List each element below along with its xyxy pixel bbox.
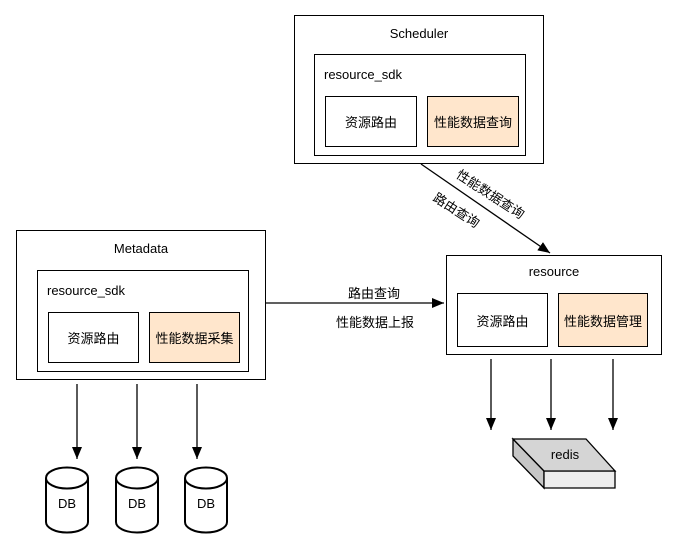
- db-cylinder-1: [45, 466, 89, 534]
- scheduler-sdk-box: resource_sdk 资源路由 性能数据查询: [314, 54, 526, 156]
- metadata-title: Metadata: [113, 241, 169, 256]
- scheduler-title: Scheduler: [389, 26, 449, 41]
- edge-label-perf-data-report: 性能数据上报: [335, 315, 414, 330]
- db-cylinder-3: [184, 466, 228, 534]
- metadata-routing-chip: 资源路由: [48, 312, 139, 363]
- scheduler-perf-query-chip: 性能数据查询: [427, 96, 519, 147]
- scheduler-box: Scheduler resource_sdk 资源路由 性能数据查询: [294, 15, 544, 164]
- scheduler-routing-chip: 资源路由: [325, 96, 417, 147]
- resource-title: resource: [528, 264, 580, 279]
- scheduler-sdk-label: resource_sdk: [324, 67, 403, 82]
- metadata-perf-collect-chip: 性能数据采集: [149, 312, 240, 363]
- redis-label: redis: [550, 447, 580, 462]
- metadata-sdk-label: resource_sdk: [47, 283, 126, 298]
- arrow-scheduler-to-resource: [420, 163, 551, 254]
- metadata-box: Metadata resource_sdk 资源路由 性能数据采集: [16, 230, 266, 380]
- redis-shape: [511, 437, 617, 490]
- db-label-2: DB: [127, 496, 147, 511]
- resource-box: resource 资源路由 性能数据管理: [446, 255, 662, 355]
- db-cylinder-2: [115, 466, 159, 534]
- metadata-sdk-box: resource_sdk 资源路由 性能数据采集: [37, 270, 249, 372]
- resource-routing-chip: 资源路由: [457, 293, 548, 347]
- db-label-3: DB: [196, 496, 216, 511]
- db-label-1: DB: [57, 496, 77, 511]
- edge-label-route-query: 路由查询: [347, 286, 400, 301]
- resource-perf-manage-chip: 性能数据管理: [558, 293, 648, 347]
